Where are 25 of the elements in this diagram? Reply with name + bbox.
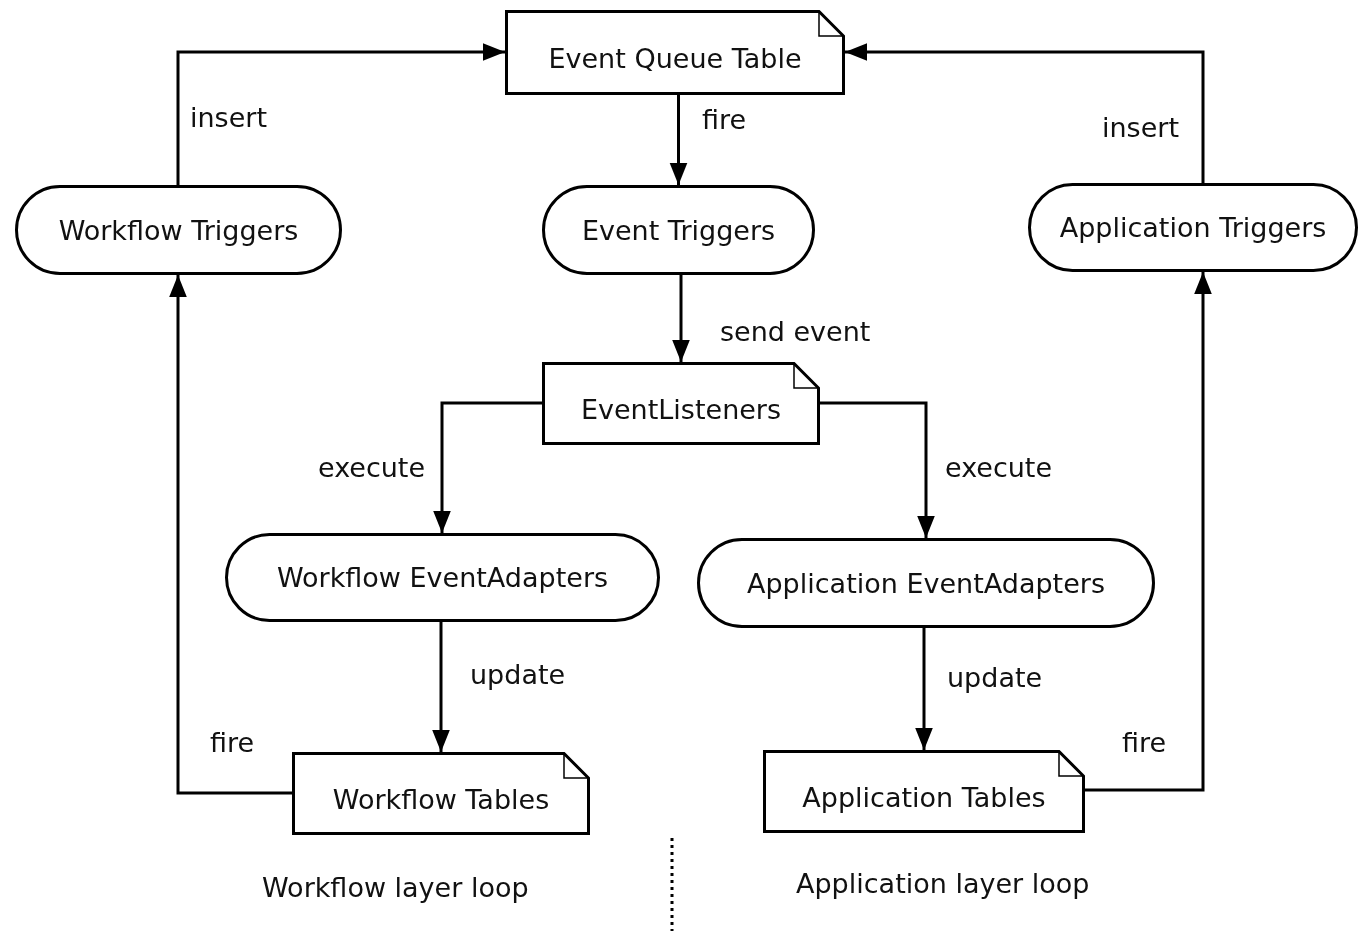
node-label: Workflow Tables (332, 784, 550, 815)
document-shape (292, 752, 590, 835)
node-label: Event Triggers (581, 214, 776, 246)
arrow (176, 43, 505, 185)
caption-text: Workflow layer loop (262, 872, 529, 903)
arrow (169, 275, 292, 795)
arrow (820, 401, 935, 538)
arrow (433, 401, 542, 533)
arrow (432, 622, 450, 752)
arrow (915, 628, 933, 750)
node-label: Workflow EventAdapters (276, 562, 609, 593)
arrow (669, 95, 688, 185)
arrow (845, 43, 1205, 183)
document-shape (505, 10, 845, 95)
node-label: EventListeners (580, 394, 782, 425)
arrow (1085, 272, 1212, 792)
caption-text: Application layer loop (796, 868, 1090, 899)
node-label: Application Tables (802, 782, 1046, 813)
document-shape (763, 750, 1085, 833)
node-label: Application Triggers (1059, 212, 1327, 243)
node-label: Application EventAdapters (747, 567, 1105, 599)
node-label: Workflow Triggers (58, 214, 299, 246)
document-shape (542, 362, 820, 445)
node-label: Event Queue Table (548, 43, 802, 74)
arrow (672, 275, 690, 362)
